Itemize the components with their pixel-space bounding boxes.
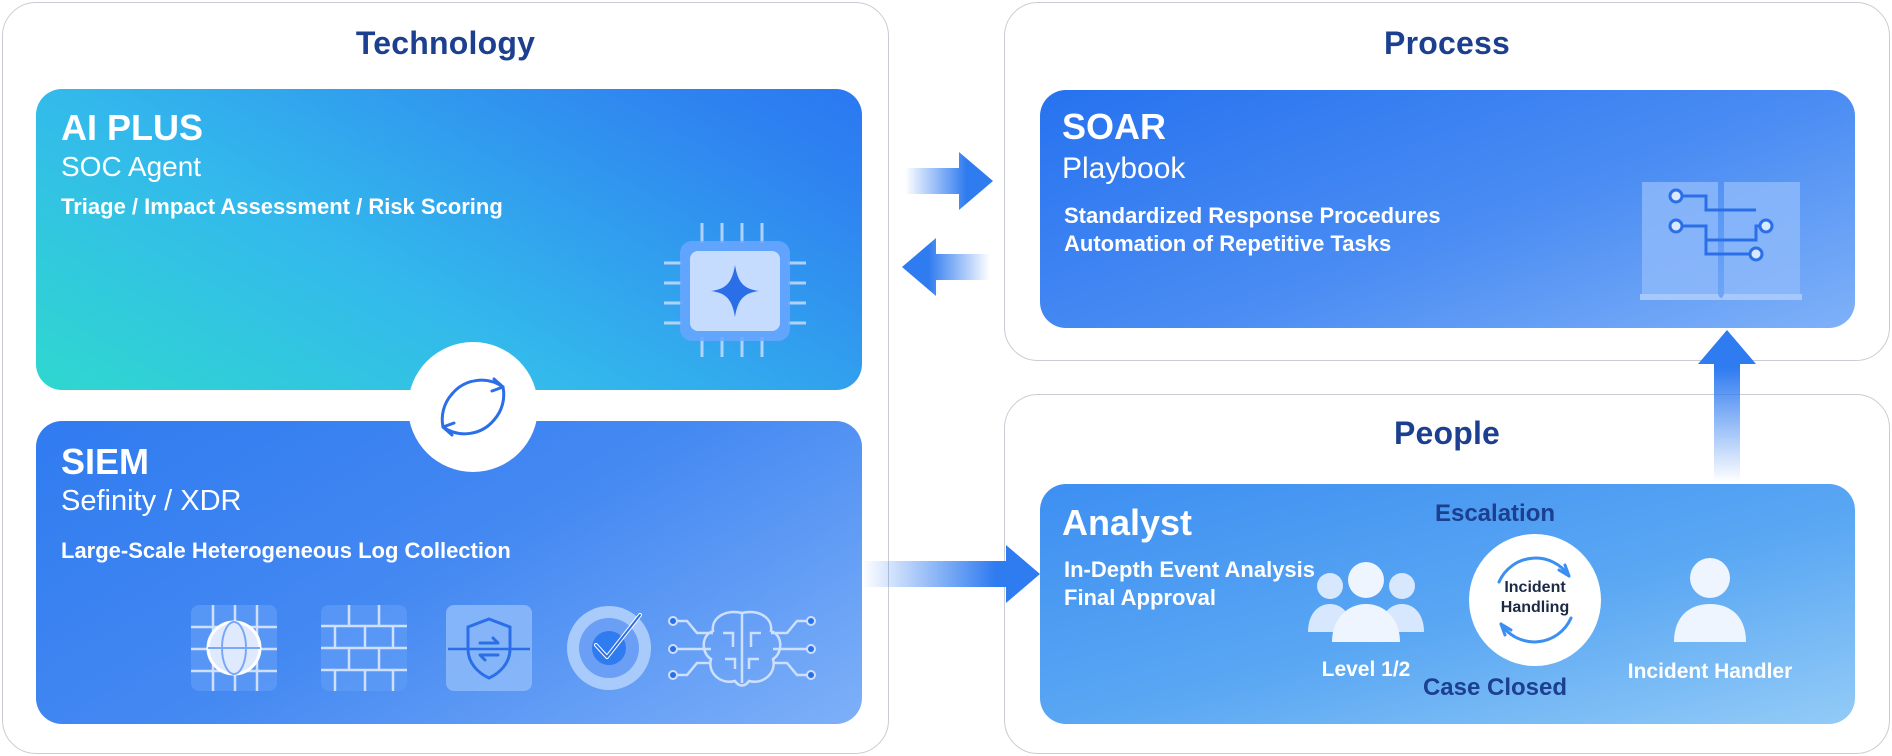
incident-handler-icon <box>1674 558 1746 642</box>
technology-title: Technology <box>355 25 536 61</box>
incident-label-line-2: Handling <box>1500 599 1570 616</box>
ai-plus-description: Triage / Impact Assessment / Risk Scorin… <box>61 194 503 219</box>
escalation-label: Escalation <box>1434 500 1556 527</box>
ai-chip-icon <box>664 223 806 357</box>
soar-description-line-1: Standardized Response Procedures <box>1064 203 1441 228</box>
firewall-brick-icon <box>321 605 407 691</box>
soar-card: SOAR Playbook Standardized Response Proc… <box>1040 90 1855 328</box>
siem-description: Large-Scale Heterogeneous Log Collection <box>61 538 511 563</box>
incident-handling-circle: Incident Handling <box>1469 534 1601 666</box>
analyst-description: In-Depth Event Analysis Final Approval <box>1064 556 1315 612</box>
case-closed-label: Case Closed <box>1422 674 1568 701</box>
analyst-card: Analyst In-Depth Event Analysis Final Ap… <box>1040 484 1855 724</box>
siem-card: SIEM Sefinity / XDR Large-Scale Heteroge… <box>36 421 862 724</box>
shield-switch-icon <box>446 605 532 691</box>
analyst-description-line-2: Final Approval <box>1064 585 1216 610</box>
ai-plus-card: AI PLUS SOC Agent Triage / Impact Assess… <box>36 89 862 390</box>
soar-title: SOAR <box>1062 106 1167 147</box>
incident-label: Incident Handling <box>1469 578 1601 618</box>
analyst-title: Analyst <box>1062 502 1193 543</box>
people-group-icon <box>1308 562 1424 642</box>
soar-subtitle: Playbook <box>1062 152 1186 185</box>
level-label: Level 1/2 <box>1321 658 1411 681</box>
ai-plus-subtitle: SOC Agent <box>61 151 202 182</box>
globe-grid-icon <box>191 605 277 691</box>
soar-description-line-2: Automation of Repetitive Tasks <box>1064 231 1392 256</box>
neural-brain-icon <box>668 610 816 687</box>
arrow-up-icon <box>1698 330 1756 482</box>
analyst-description-line-1: In-Depth Event Analysis <box>1064 557 1316 582</box>
incident-handler-label: Incident Handler <box>1627 660 1793 683</box>
soar-description: Standardized Response Procedures Automat… <box>1064 202 1441 258</box>
sync-icon <box>408 342 538 472</box>
arrow-left-icon <box>902 238 990 296</box>
siem-title: SIEM <box>61 441 150 482</box>
arrow-right-icon <box>905 152 993 210</box>
arrow-to-people-icon <box>862 545 1040 603</box>
incident-label-line-1: Incident <box>1504 579 1566 596</box>
ai-plus-title: AI PLUS <box>61 107 204 148</box>
process-title: Process <box>1384 25 1510 61</box>
people-title: People <box>1393 415 1501 451</box>
siem-subtitle: Sefinity / XDR <box>61 485 242 517</box>
target-check-icon <box>567 606 651 690</box>
playbook-book-icon <box>1640 182 1802 300</box>
